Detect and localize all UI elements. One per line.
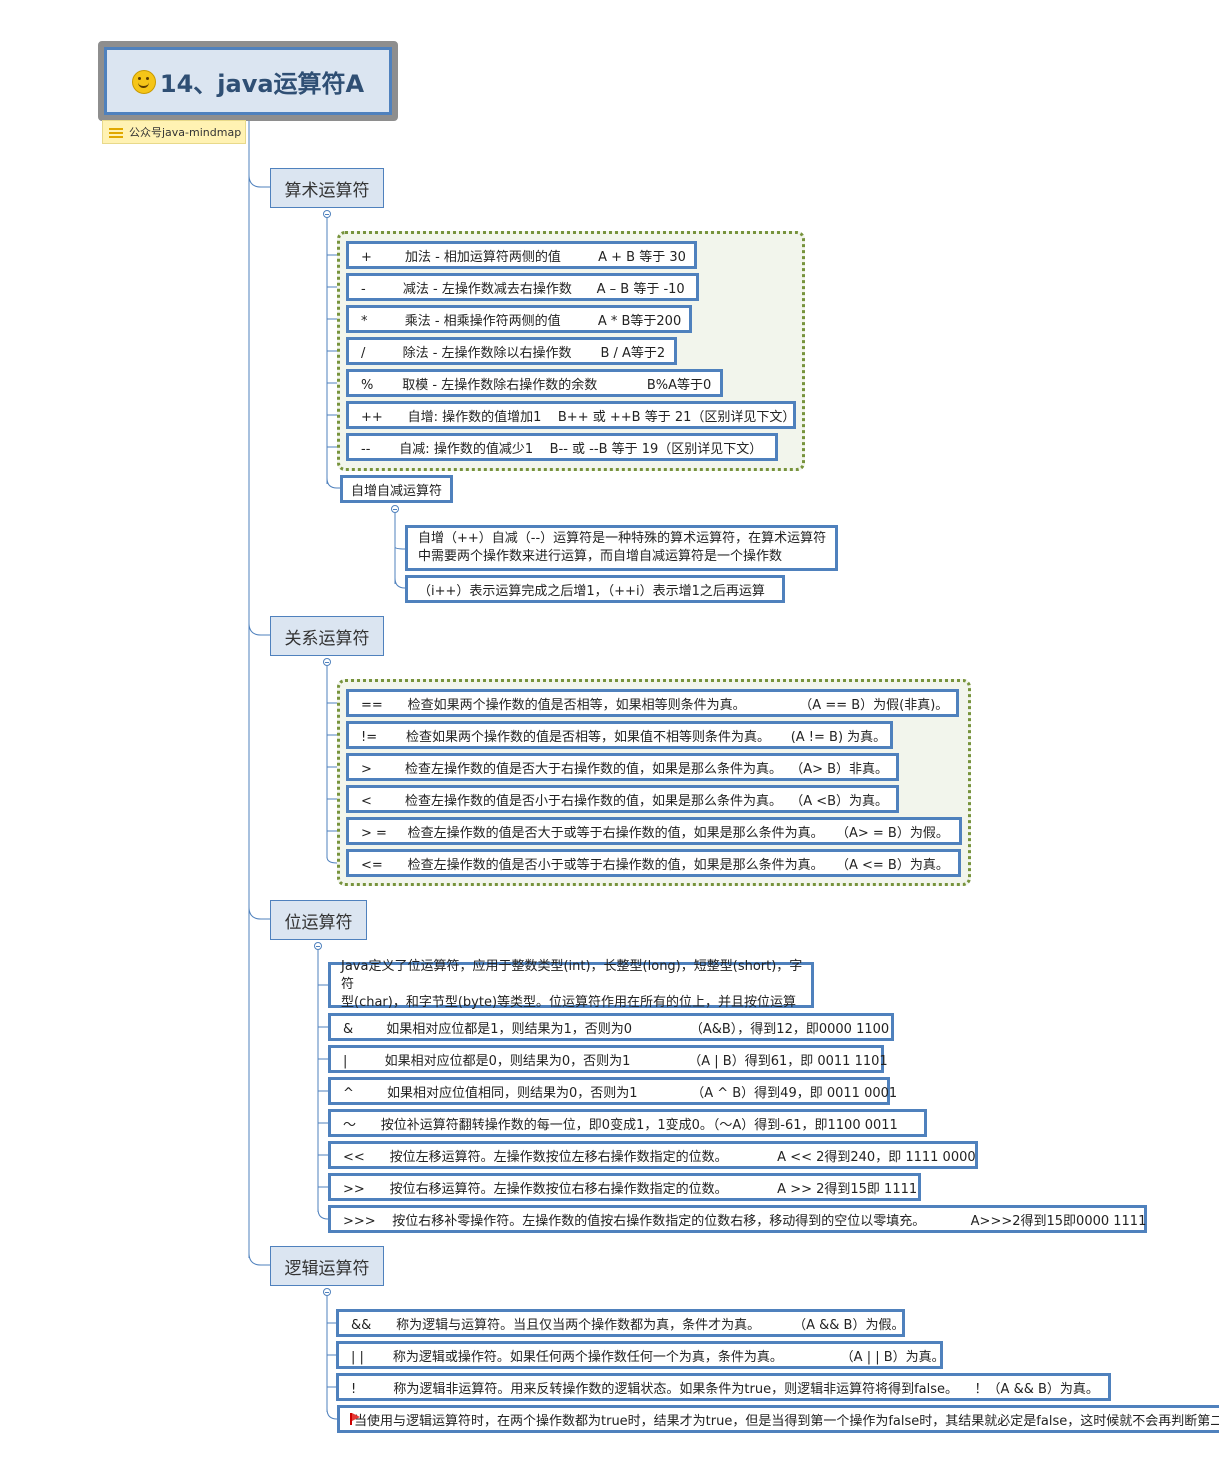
arith-item[interactable]: / 除法 - 左操作数除以右操作数 B / A等于2 (346, 337, 677, 365)
smile-emoji-icon (131, 69, 156, 94)
rel-item[interactable]: > 检查左操作数的值是否大于右操作数的值，如果是那么条件为真。 （A> B）非真… (346, 753, 899, 781)
rel-item[interactable]: == 检查如果两个操作数的值是否相等，如果相等则条件为真。 （A == B）为假… (346, 689, 959, 717)
arith-item[interactable]: - 减法 - 左操作数减去右操作数 A – B 等于 -10 (346, 273, 699, 301)
collapse-toggle[interactable] (323, 1288, 331, 1296)
bit-item[interactable]: 〜 按位补运算符翻转操作数的每一位，即0变成1，1变成0。（〜A）得到-61，即… (328, 1109, 927, 1137)
inc-dec-example[interactable]: （i++）表示运算完成之后增1，（++i）表示增1之后再运算 (405, 575, 785, 603)
collapse-toggle[interactable] (323, 210, 331, 218)
note-icon (109, 126, 123, 138)
inc-dec-subtopic[interactable]: 自增自减运算符 (340, 475, 453, 503)
bit-item[interactable]: << 按位左移运算符。左操作数按位左移右操作数指定的位数。 A << 2得到24… (328, 1141, 978, 1169)
logic-item[interactable]: && 称为逻辑与运算符。当且仅当两个操作数都为真，条件才为真。 （A && B）… (336, 1309, 905, 1337)
branch-relational[interactable]: 关系运算符 (270, 616, 384, 656)
branch-logical[interactable]: 逻辑运算符 (270, 1246, 384, 1286)
branch-arithmetic[interactable]: 算术运算符 (270, 168, 384, 208)
note-text: 公众号java-mindmap (129, 126, 242, 139)
inc-dec-description[interactable]: 自增（++）自减（--）运算符是一种特殊的算术运算符，在算术运算符 中需要两个操… (405, 525, 838, 571)
arith-item[interactable]: -- 自减: 操作数的值减少1 B-- 或 --B 等于 19（区别详见下文） (346, 433, 778, 461)
branch-bitwise[interactable]: 位运算符 (270, 900, 367, 940)
bit-item[interactable]: ^ 如果相对应位值相同，则结果为0，否则为1 （A ^ B）得到49，即 001… (328, 1077, 897, 1105)
arith-item[interactable]: ++ 自增: 操作数的值增加1 B++ 或 ++B 等于 21（区别详见下文） (346, 401, 796, 429)
bit-item[interactable]: & 如果相对应位都是1，则结果为1，否则为0 （A&B），得到12，即0000 … (328, 1013, 894, 1041)
arith-item[interactable]: * 乘法 - 相乘操作符两侧的值 A * B等于200 (346, 305, 692, 333)
logic-item[interactable]: ! 称为逻辑非运算符。用来反转操作数的逻辑状态。如果条件为true，则逻辑非运算… (336, 1373, 1111, 1401)
arith-item[interactable]: + 加法 - 相加运算符两侧的值 A + B 等于 30 (346, 241, 697, 269)
rel-item[interactable]: < 检查左操作数的值是否小于右操作数的值，如果是那么条件为真。 （A <B）为真… (346, 785, 899, 813)
rel-item[interactable]: > = 检查左操作数的值是否大于或等于右操作数的值，如果是那么条件为真。 （A>… (346, 817, 962, 845)
rel-item[interactable]: != 检查如果两个操作数的值是否相等，如果值不相等则条件为真。 (A != B)… (346, 721, 893, 749)
logic-item[interactable]: | | 称为逻辑或操作符。如果任何两个操作数任何一个为真，条件为真。 （A | … (336, 1341, 945, 1369)
collapse-toggle[interactable] (314, 942, 322, 950)
root-title: 14、java运算符A (159, 69, 365, 98)
arith-item[interactable]: % 取模 - 左操作数除右操作数的余数 B%A等于0 (346, 369, 723, 397)
bit-item[interactable]: >> 按位右移运算符。左操作数按位右移右操作数指定的位数。 A >> 2得到15… (328, 1173, 921, 1201)
bit-item[interactable]: | 如果相对应位都是0，则结果为0，否则为1 （A | B）得到61，即 001… (328, 1045, 888, 1073)
note-label[interactable]: 公众号java-mindmap (102, 120, 246, 144)
rel-item[interactable]: <= 检查左操作数的值是否小于或等于右操作数的值，如果是那么条件为真。 （A <… (346, 849, 961, 877)
bit-item[interactable]: >>> 按位右移补零操作符。左操作数的值按右操作数指定的位数右移，移动得到的空位… (328, 1205, 1147, 1233)
collapse-toggle[interactable] (323, 658, 331, 666)
collapse-toggle[interactable] (391, 505, 399, 513)
logic-flag-note[interactable]: 当使用与逻辑运算符时，在两个操作数都为true时，结果才为true，但是当得到第… (337, 1405, 1219, 1433)
root-topic[interactable]: 14、java运算符A (98, 41, 398, 121)
bitwise-intro[interactable]: Java定义了位运算符，应用于整数类型(int)，长整型(long)，短整型(s… (328, 959, 814, 1010)
